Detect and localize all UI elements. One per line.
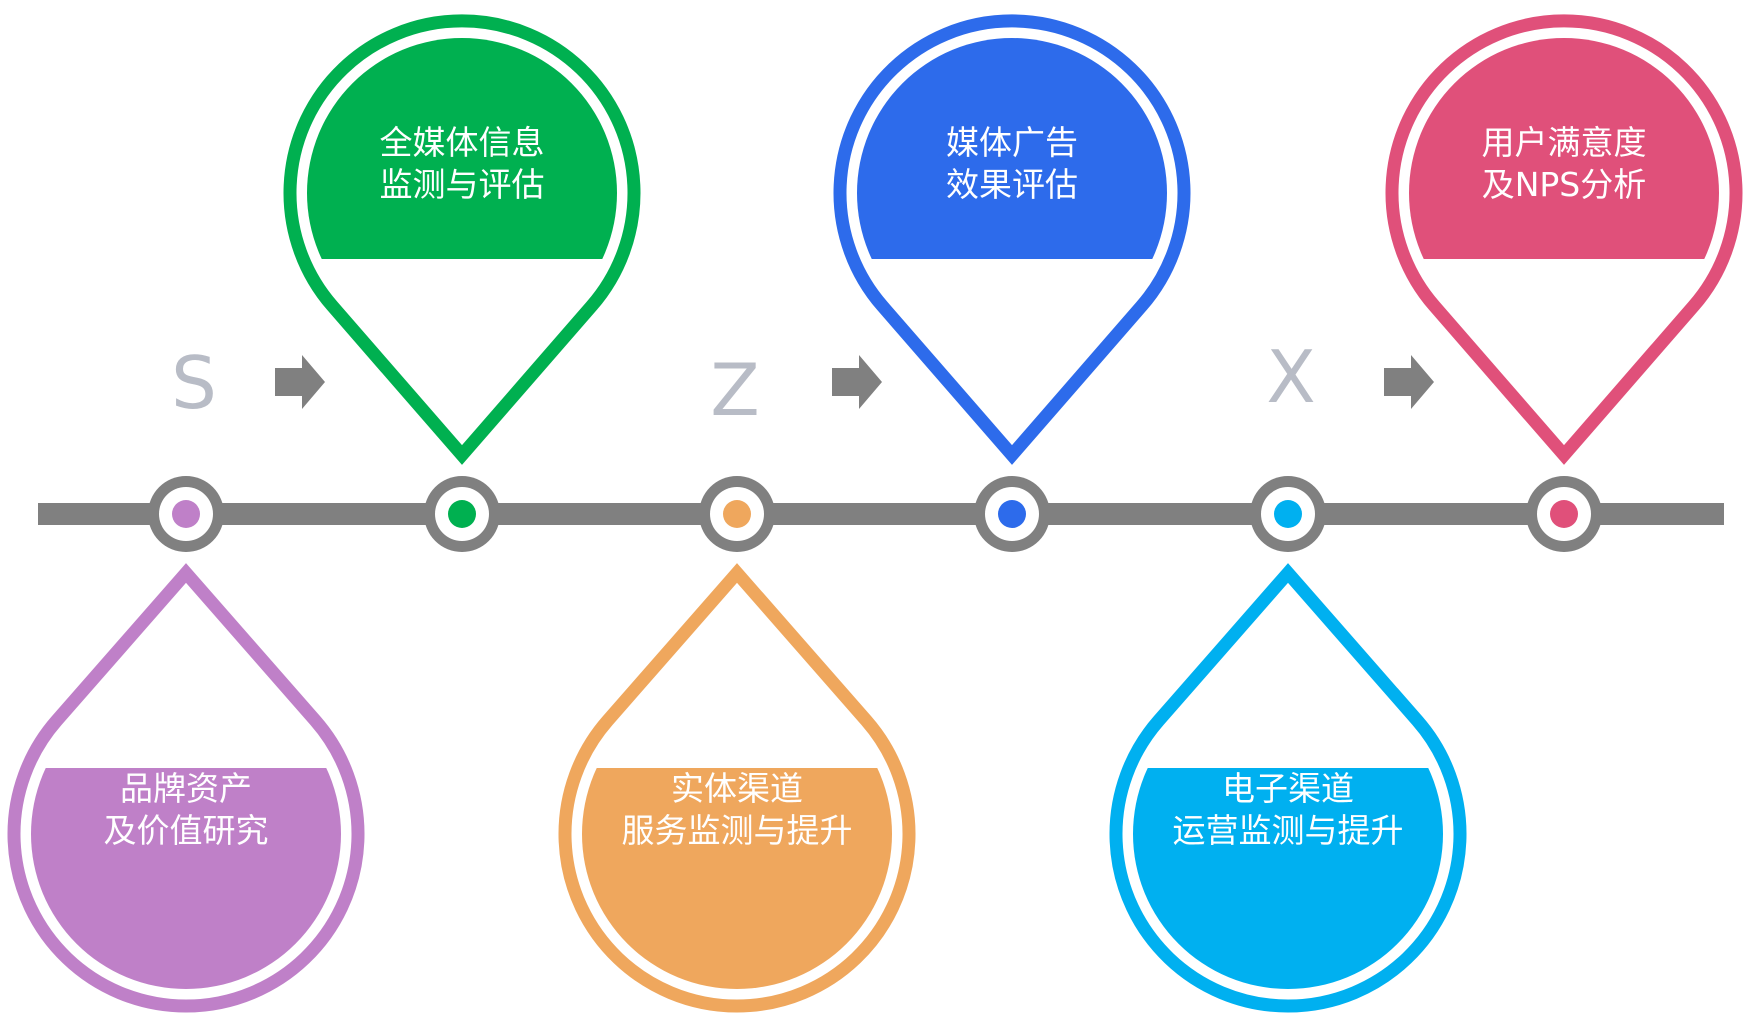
timeline-node-online	[1250, 476, 1326, 552]
pin-fill	[307, 38, 617, 259]
node-dot	[1550, 500, 1578, 528]
arrows-layer	[275, 355, 1434, 409]
right-arrow-icon	[832, 355, 882, 409]
step-letter-x: X	[1266, 335, 1315, 419]
node-dot	[723, 500, 751, 528]
pin-label-line: 用户满意度	[1482, 123, 1647, 162]
node-dot	[172, 500, 200, 528]
node-dot	[998, 500, 1026, 528]
nodes-layer	[148, 476, 1602, 552]
right-arrow-icon	[1384, 355, 1434, 409]
pin-label-line: 运营监测与提升	[1173, 811, 1404, 850]
timeline-node-brand	[148, 476, 224, 552]
step-letter-z: Z	[710, 348, 759, 432]
pin-label-line: 电子渠道	[1222, 769, 1354, 808]
timeline-node-ads	[974, 476, 1050, 552]
timeline-axis	[38, 503, 1724, 525]
pin-label-line: 媒体广告	[946, 123, 1078, 162]
pin-fill	[31, 768, 341, 989]
pin-fill	[1133, 768, 1443, 989]
pin-label-line: 效果评估	[946, 165, 1078, 204]
pin-label-line: 及NPS分析	[1482, 165, 1647, 204]
pin-label-line: 及价值研究	[104, 811, 269, 850]
step-letter-s: S	[171, 341, 217, 425]
node-dot	[448, 500, 476, 528]
pin-label-line: 监测与评估	[380, 165, 545, 204]
timeline-node-store	[699, 476, 775, 552]
pin-fill	[1409, 38, 1719, 259]
pin-fill	[857, 38, 1167, 259]
pin-label-line: 服务监测与提升	[622, 811, 853, 850]
node-dot	[1274, 500, 1302, 528]
pin-label-line: 全媒体信息	[380, 123, 545, 162]
timeline-node-nps	[1526, 476, 1602, 552]
right-arrow-icon	[275, 355, 325, 409]
pin-label-line: 实体渠道	[671, 769, 803, 808]
pin-fill	[582, 768, 892, 989]
timeline-node-media	[424, 476, 500, 552]
pin-label-line: 品牌资产	[120, 769, 252, 808]
